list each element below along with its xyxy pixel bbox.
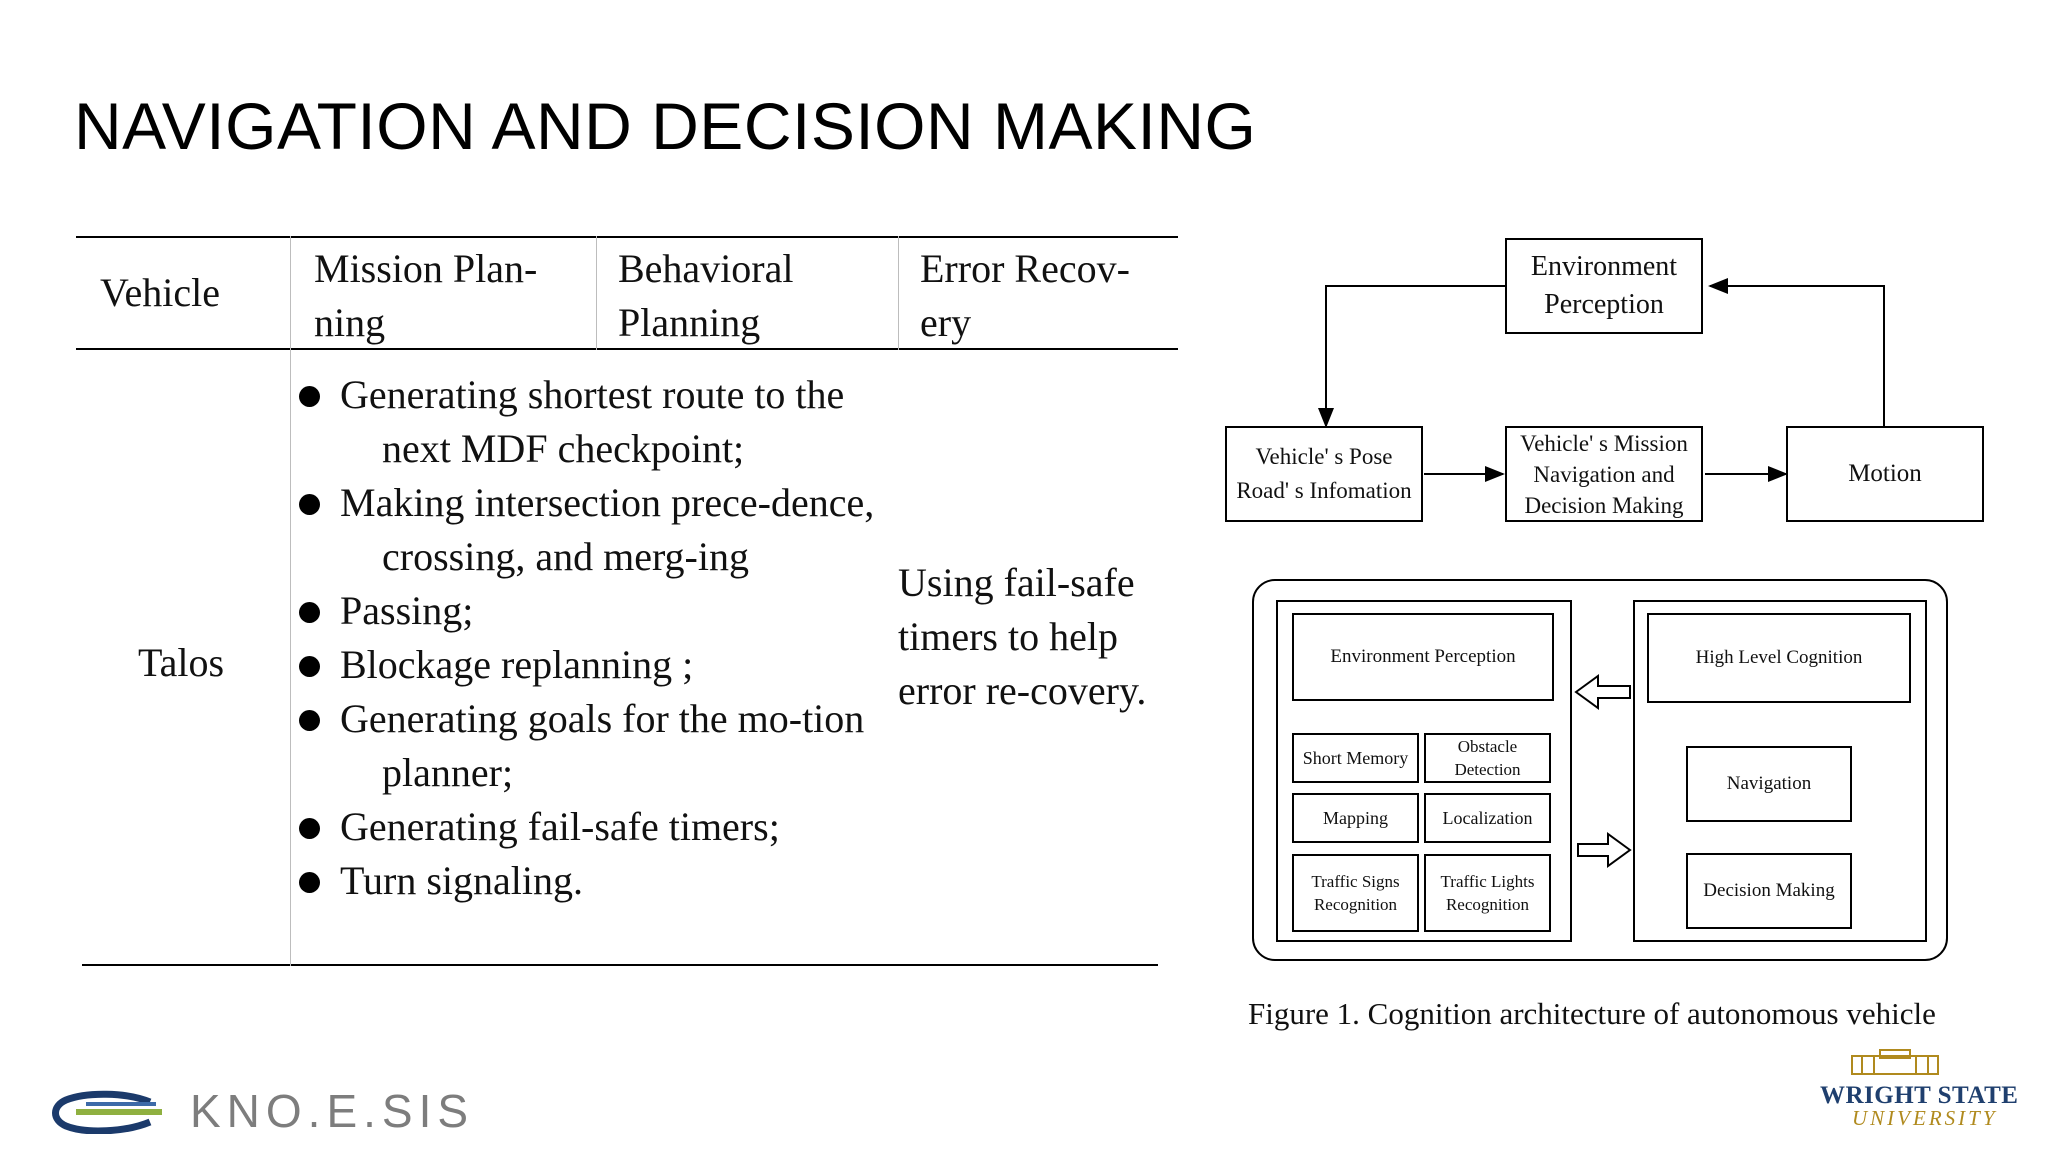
error-recovery-text: Using fail-safe timers to help error re-… xyxy=(898,560,1147,713)
bullet-icon xyxy=(299,494,320,515)
list-item: Passing; xyxy=(294,584,894,638)
behavior-list: Generating shortest route to the next MD… xyxy=(294,368,894,908)
header-mission-planning: Mission Plan- ning xyxy=(314,246,538,345)
slide-title: NAVIGATION AND DECISION MAKING xyxy=(74,89,1257,163)
bullet-icon xyxy=(299,710,320,731)
knoesis-logo-icon xyxy=(52,1090,162,1134)
box-label: Obstacle xyxy=(1457,737,1518,756)
bullet-icon xyxy=(299,602,320,623)
box-label: High Level Cognition xyxy=(1695,647,1863,668)
wsu-subtitle: UNIVERSITY xyxy=(1852,1106,1998,1130)
box-label: Motion xyxy=(1848,460,1922,487)
list-item: Generating goals for the mo-tion planner… xyxy=(294,692,894,800)
box-label: Mapping xyxy=(1323,807,1388,828)
list-item: Generating fail-safe timers; xyxy=(294,800,894,854)
wsu-building-icon xyxy=(1851,1049,1939,1075)
header-behavioral-planning: Behavioral Planning xyxy=(618,246,794,345)
table-header-rule xyxy=(76,348,1178,350)
list-item: Turn signaling. xyxy=(294,854,894,908)
planning-table: Vehicle Mission Plan- ning Behavioral Pl… xyxy=(76,236,1178,966)
knoesis-wordmark: KNO.E.SIS xyxy=(190,1085,475,1137)
box-label: Detection xyxy=(1454,760,1521,779)
box-label: Road' s Infomation xyxy=(1236,478,1412,503)
table-bottom-rule xyxy=(82,964,1158,966)
bullet-icon xyxy=(299,818,320,839)
short-memory-module: Short Memory xyxy=(1292,733,1419,783)
navigation-module: Navigation xyxy=(1686,746,1852,822)
list-item: Generating shortest route to the next MD… xyxy=(294,368,894,476)
vehicle-mission-box: Vehicle' s Mission Navigation and Decisi… xyxy=(1505,426,1703,522)
col-sep xyxy=(898,236,899,350)
box-label: Recognition xyxy=(1313,895,1398,914)
box-label: Localization xyxy=(1442,807,1533,828)
box-label: Navigation xyxy=(1726,773,1812,794)
figure-caption: Figure 1. Cognition architecture of auto… xyxy=(1248,996,1936,1031)
box-label: Traffic Signs xyxy=(1311,872,1400,891)
obstacle-detection-module: Obstacle Detection xyxy=(1424,733,1551,783)
box-label: Short Memory xyxy=(1302,747,1409,768)
bullet-icon xyxy=(299,386,320,407)
box-label: Vehicle' s Mission xyxy=(1520,430,1688,456)
col-sep xyxy=(596,236,597,350)
traffic-signs-module: Traffic Signs Recognition xyxy=(1292,854,1419,932)
motion-box: Motion xyxy=(1786,426,1984,522)
table-top-rule xyxy=(76,236,1178,238)
box-label: Perception xyxy=(1544,289,1664,320)
box-label: Decision Making xyxy=(1524,492,1684,518)
box-label: Recognition xyxy=(1445,895,1530,914)
header-vehicle: Vehicle xyxy=(100,270,220,315)
box-label: Decision Making xyxy=(1703,880,1835,901)
box-label: Environment xyxy=(1530,251,1678,282)
traffic-lights-module: Traffic Lights Recognition xyxy=(1424,854,1551,932)
wsu-name: WRIGHT STATE xyxy=(1820,1082,2019,1109)
header-error-recovery: Error Recov- ery xyxy=(920,246,1130,345)
bullet-icon xyxy=(299,656,320,677)
list-item: Blockage replanning ; xyxy=(294,638,894,692)
bullet-icon xyxy=(299,872,320,893)
box-label: Vehicle' s Pose xyxy=(1255,444,1393,469)
env-perception-module: Environment Perception xyxy=(1292,613,1554,701)
vehicle-pose-box: Vehicle' s Pose Road' s Infomation xyxy=(1225,426,1423,522)
vehicle-name: Talos xyxy=(138,640,225,685)
high-level-cognition-module: High Level Cognition xyxy=(1647,613,1911,703)
localization-module: Localization xyxy=(1424,793,1551,843)
box-label: Navigation and xyxy=(1533,461,1675,487)
box-label: Traffic Lights xyxy=(1440,872,1535,891)
environment-perception-box: Environment Perception xyxy=(1505,238,1703,334)
decision-making-module: Decision Making xyxy=(1686,853,1852,929)
box-label: Environment Perception xyxy=(1330,646,1516,667)
mapping-module: Mapping xyxy=(1292,793,1419,843)
list-item: Making intersection prece-dence, crossin… xyxy=(294,476,894,584)
col-sep xyxy=(290,236,291,966)
